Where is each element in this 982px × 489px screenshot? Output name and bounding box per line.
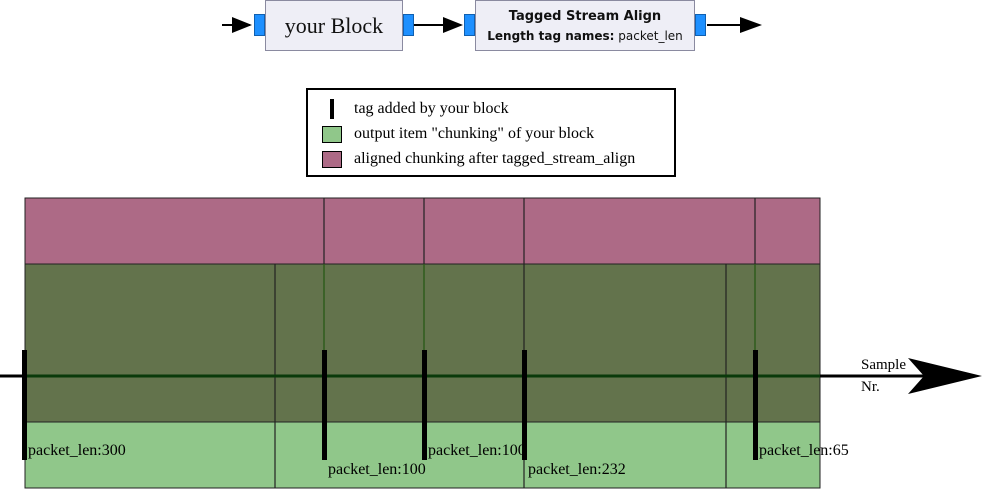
align-block-output-port[interactable] <box>695 14 706 36</box>
align-block-input-port[interactable] <box>464 14 475 36</box>
tag-marker <box>422 350 427 460</box>
your-block-label: your Block <box>284 12 384 38</box>
legend-tag-marker <box>330 99 334 119</box>
legend-output-swatch <box>322 125 342 143</box>
legend: tag added by your block output item "chu… <box>306 88 676 177</box>
aligned-band <box>24 197 821 265</box>
tag-marker <box>322 350 327 460</box>
tag-label: packet_len:100 <box>328 461 426 478</box>
align-param-label: Length tag names: <box>487 29 615 43</box>
your-block[interactable]: your Block <box>265 0 403 51</box>
tagged-stream-align-block[interactable]: Tagged Stream Align Length tag names: pa… <box>475 0 695 51</box>
link-arrowhead <box>443 17 463 33</box>
align-block-param: Length tag names: packet_len <box>476 29 694 43</box>
your-block-input-port[interactable] <box>254 14 265 36</box>
tag-label: packet_len:232 <box>528 461 626 478</box>
input-arrowhead <box>232 17 252 33</box>
axis-label-line1: Sample <box>861 357 906 373</box>
output-arrowhead <box>740 17 762 33</box>
tag-marker <box>753 350 758 460</box>
align-block-title: Tagged Stream Align <box>508 9 662 24</box>
align-param-value: packet_len <box>618 29 683 43</box>
legend-aligned-swatch <box>322 150 342 168</box>
tag-marker <box>22 350 27 460</box>
legend-output-label: output item "chunking" of your block <box>354 125 595 142</box>
axis-label-line2: Nr. <box>861 379 880 395</box>
legend-aligned-label: aligned chunking after tagged_stream_ali… <box>354 150 636 167</box>
legend-tag-label: tag added by your block <box>354 100 509 117</box>
legend-row-aligned: aligned chunking after tagged_stream_ali… <box>308 148 635 170</box>
tag-marker <box>522 350 527 460</box>
tag-label: packet_len:65 <box>759 442 849 459</box>
sample-axis-arrowhead <box>908 358 982 394</box>
flowgraph-arrows <box>222 17 762 33</box>
tag-label: packet_len:100 <box>428 442 526 459</box>
legend-row-tag: tag added by your block <box>308 98 509 120</box>
tag-label: packet_len:300 <box>28 442 126 459</box>
legend-row-output: output item "chunking" of your block <box>308 123 594 145</box>
your-block-output-port[interactable] <box>403 14 414 36</box>
